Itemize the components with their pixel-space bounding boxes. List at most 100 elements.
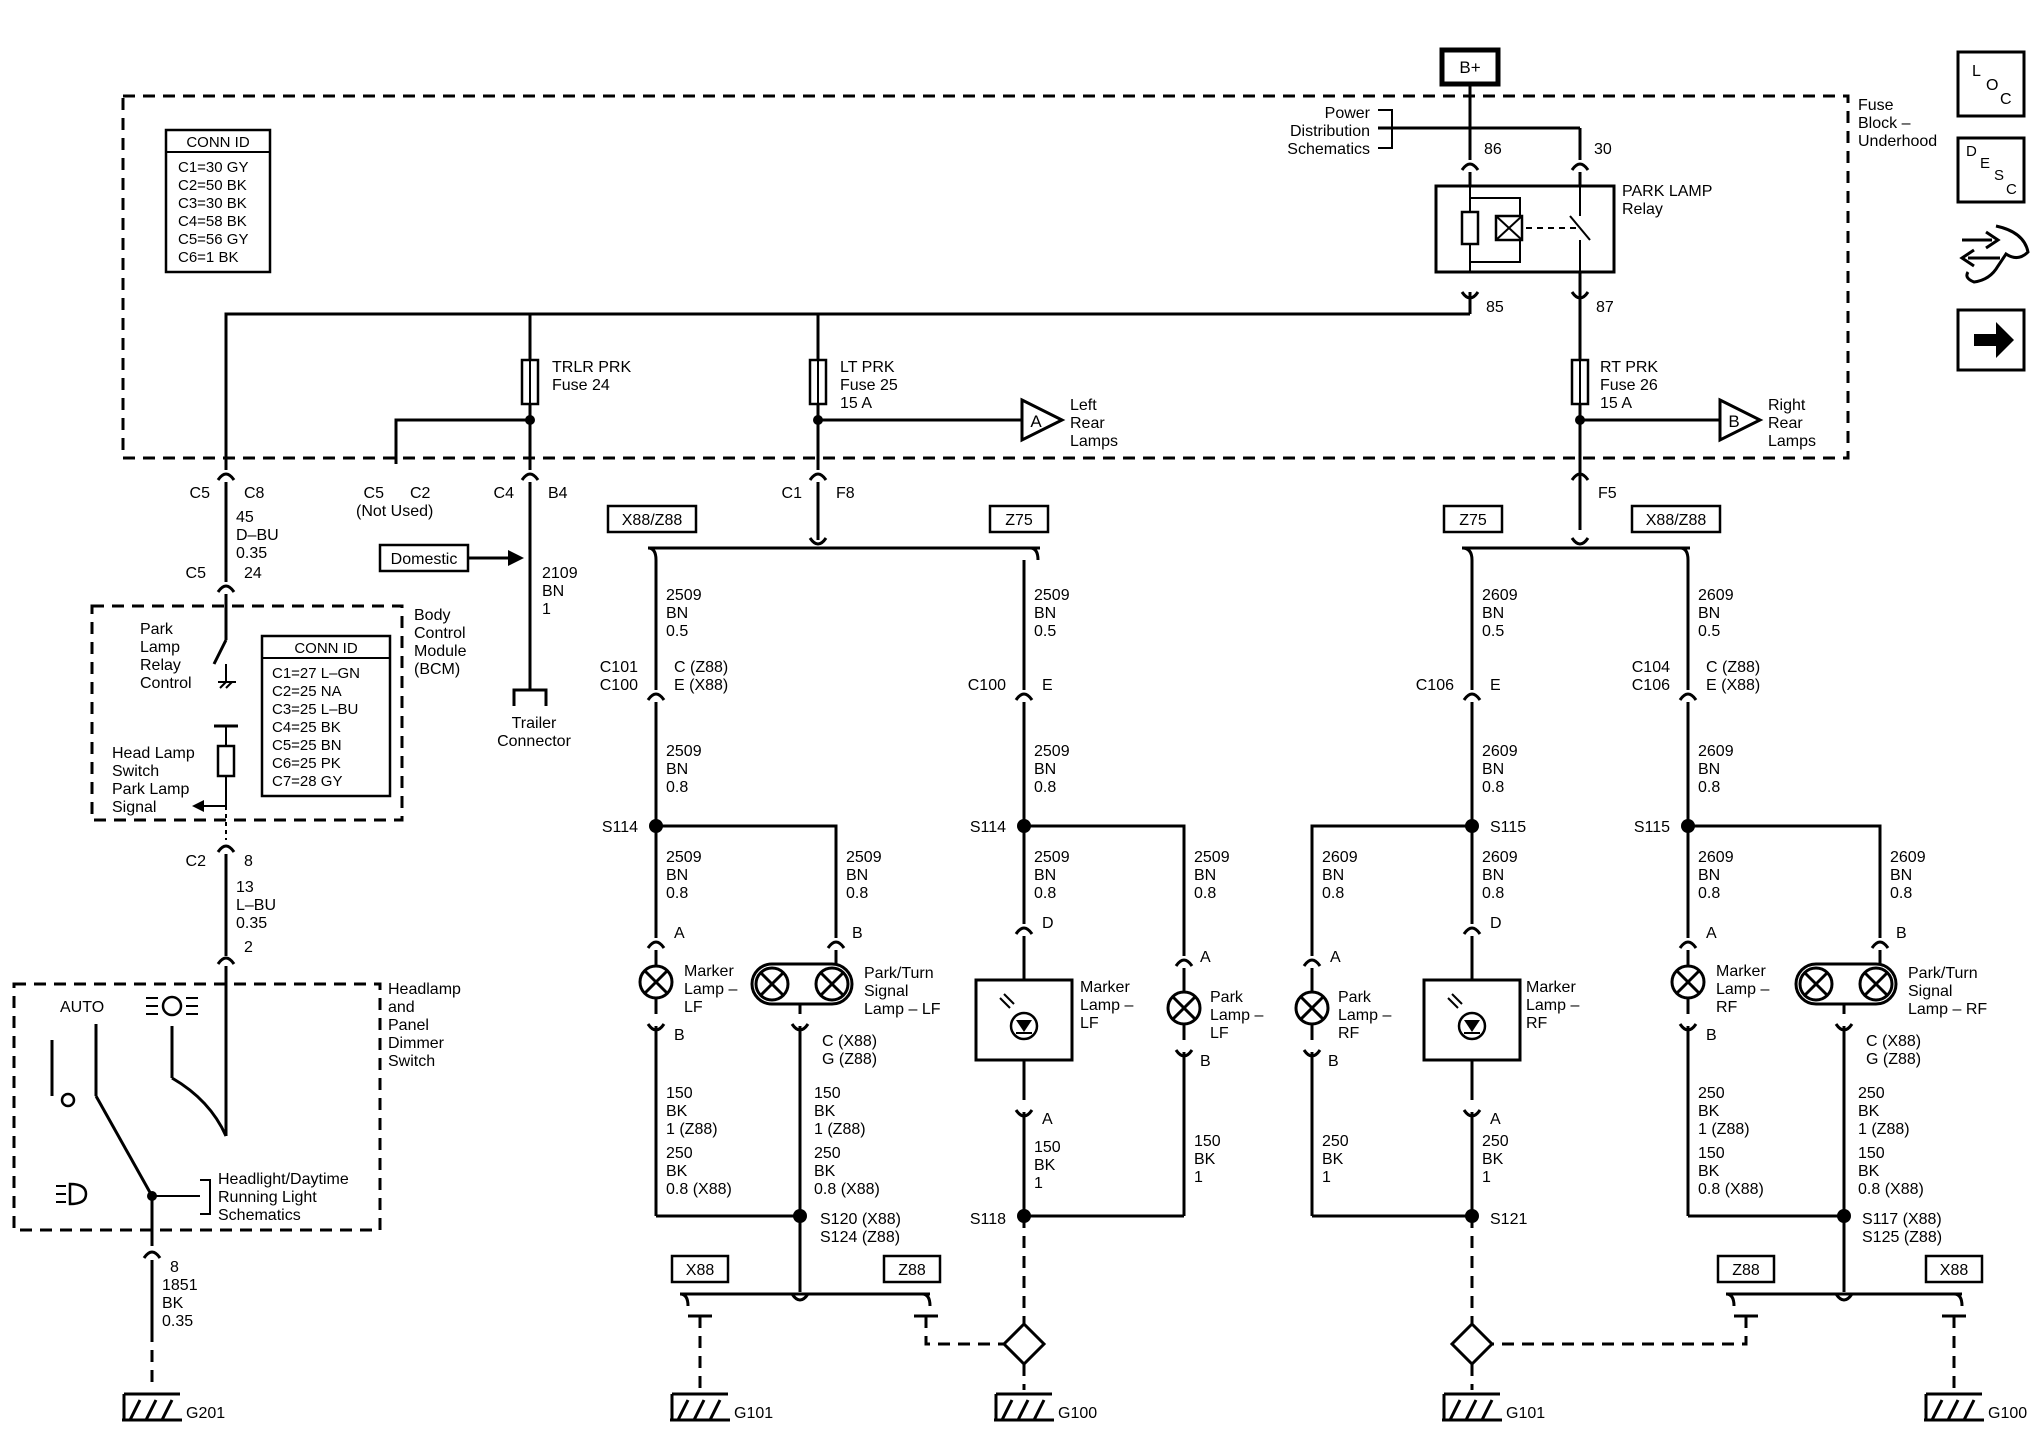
svg-text:2509: 2509 xyxy=(666,743,702,760)
svg-text:1: 1 xyxy=(1034,1175,1043,1192)
svg-text:CONN ID: CONN ID xyxy=(186,134,250,151)
svg-text:150: 150 xyxy=(814,1085,841,1102)
svg-text:BN: BN xyxy=(1698,867,1720,884)
ref-b-letter: B xyxy=(1728,412,1739,431)
svg-text:BN: BN xyxy=(1482,605,1504,622)
svg-text:15 A: 15 A xyxy=(840,395,872,412)
svg-text:C (X88): C (X88) xyxy=(1866,1033,1921,1050)
svg-text:AUTO: AUTO xyxy=(60,999,104,1016)
svg-text:Park: Park xyxy=(1210,989,1244,1006)
svg-text:0.8: 0.8 xyxy=(1034,779,1056,796)
svg-text:0.8: 0.8 xyxy=(1890,885,1912,902)
svg-text:D: D xyxy=(1042,915,1054,932)
svg-text:2509: 2509 xyxy=(1034,849,1070,866)
svg-text:BN: BN xyxy=(1034,761,1056,778)
svg-text:C7=28 GY: C7=28 GY xyxy=(272,773,342,790)
svg-text:BK: BK xyxy=(1322,1151,1344,1168)
svg-text:BN: BN xyxy=(1322,867,1344,884)
svg-text:BN: BN xyxy=(1034,867,1056,884)
svg-text:BN: BN xyxy=(846,867,868,884)
svg-text:C106: C106 xyxy=(1416,677,1454,694)
svg-text:C100: C100 xyxy=(600,677,638,694)
headlight-symbol-icon xyxy=(56,1182,88,1206)
svg-text:S: S xyxy=(1994,167,2004,184)
wrench-arrows-icon[interactable] xyxy=(1959,224,2030,284)
svg-text:RF: RF xyxy=(1338,1025,1360,1042)
svg-text:1: 1 xyxy=(1194,1169,1203,1186)
body-control-module: Body Control Module (BCM) Park Lamp Rela… xyxy=(90,594,467,822)
svg-text:S117 (X88): S117 (X88) xyxy=(1862,1211,1942,1228)
svg-text:0.5: 0.5 xyxy=(1698,623,1720,640)
svg-text:BK: BK xyxy=(1698,1103,1720,1120)
svg-text:150: 150 xyxy=(1698,1145,1725,1162)
arrow-right-icon[interactable] xyxy=(1956,308,2026,372)
svg-text:Lamp –: Lamp – xyxy=(1080,997,1133,1014)
svg-text:Power: Power xyxy=(1325,105,1371,122)
svg-text:S115: S115 xyxy=(1634,819,1670,836)
option-z88-bottom-right: Z88 xyxy=(1716,1254,1776,1284)
svg-text:2609: 2609 xyxy=(1482,743,1518,760)
svg-text:1 (Z88): 1 (Z88) xyxy=(666,1121,718,1138)
svg-text:F8: F8 xyxy=(836,485,855,502)
option-z88-bottom-left: Z88 xyxy=(882,1254,942,1284)
svg-text:BK: BK xyxy=(1194,1151,1216,1168)
svg-text:0.5: 0.5 xyxy=(1482,623,1504,640)
svg-text:Lamp –: Lamp – xyxy=(1338,1007,1391,1024)
svg-text:Fuse 24: Fuse 24 xyxy=(552,377,610,394)
ground-junction-diamond-left xyxy=(1001,1321,1047,1367)
svg-text:250: 250 xyxy=(1858,1085,1885,1102)
svg-text:LF: LF xyxy=(1080,1015,1099,1032)
svg-text:45: 45 xyxy=(236,509,254,526)
svg-text:C100: C100 xyxy=(968,677,1006,694)
svg-text:Switch: Switch xyxy=(388,1053,435,1070)
svg-text:C2: C2 xyxy=(186,853,207,870)
lf-right-circuit: 2509 BN 0.5 C100 E 2509 BN 0.8 S114 2509… xyxy=(968,587,1264,1228)
fuse-block-connectors: C5 C8 C5 C2 (Not Used) C4 B4 C1 F8 F5 xyxy=(190,472,1617,520)
svg-text:24: 24 xyxy=(244,565,262,582)
option-x88-bottom-right: X88 xyxy=(1924,1254,1984,1284)
svg-text:A: A xyxy=(1490,1111,1501,1128)
svg-text:Fuse: Fuse xyxy=(1858,97,1894,114)
svg-text:Lamp –: Lamp – xyxy=(684,981,737,998)
svg-text:BK: BK xyxy=(1858,1163,1880,1180)
svg-text:Park: Park xyxy=(140,621,174,638)
fuse-trlr-prk: TRLR PRK Fuse 24 xyxy=(394,314,631,470)
ground-g101-right: G101 xyxy=(1440,1392,1545,1422)
svg-text:C5: C5 xyxy=(190,485,211,502)
svg-text:2509: 2509 xyxy=(1034,587,1070,604)
svg-text:C (X88): C (X88) xyxy=(822,1033,877,1050)
svg-text:B: B xyxy=(1896,925,1907,942)
svg-text:2609: 2609 xyxy=(1698,849,1734,866)
svg-text:E: E xyxy=(1980,155,1990,172)
svg-text:Module: Module xyxy=(414,643,467,660)
location-button[interactable]: L O C xyxy=(1956,50,2026,118)
svg-text:150: 150 xyxy=(1194,1133,1221,1150)
svg-text:150: 150 xyxy=(666,1085,693,1102)
ground-g101-left: G101 xyxy=(668,1392,773,1422)
svg-text:E: E xyxy=(1042,677,1053,694)
description-button[interactable]: D E S C xyxy=(1956,136,2026,204)
svg-text:A: A xyxy=(1330,949,1341,966)
svg-text:Lamp – RF: Lamp – RF xyxy=(1908,1001,1987,1018)
svg-text:X88: X88 xyxy=(1940,1262,1969,1279)
svg-text:0.35: 0.35 xyxy=(162,1313,193,1330)
svg-text:2509: 2509 xyxy=(1194,849,1230,866)
svg-text:BN: BN xyxy=(666,605,688,622)
svg-text:D: D xyxy=(1490,915,1502,932)
svg-text:X88/Z88: X88/Z88 xyxy=(1646,512,1707,529)
svg-text:0.8: 0.8 xyxy=(1698,885,1720,902)
svg-text:BK: BK xyxy=(1858,1103,1880,1120)
svg-text:O: O xyxy=(1986,77,1998,94)
conn-id-table-top: CONN ID C1=30 GY C2=50 BK C3=30 BK C4=58… xyxy=(164,128,272,274)
svg-text:S125 (Z88): S125 (Z88) xyxy=(1862,1229,1942,1246)
bplus-label: B+ xyxy=(1459,58,1480,77)
svg-text:Relay: Relay xyxy=(1622,201,1663,218)
wire-13: 13 L–BU 0.35 2 xyxy=(236,879,276,956)
svg-text:Left: Left xyxy=(1070,397,1097,414)
wire-1851: 8 1851 BK 0.35 xyxy=(162,1259,198,1330)
svg-text:Z88: Z88 xyxy=(898,1262,926,1279)
svg-text:Lamp – LF: Lamp – LF xyxy=(864,1001,941,1018)
svg-text:C: C xyxy=(2000,91,2012,108)
svg-text:2: 2 xyxy=(244,939,253,956)
